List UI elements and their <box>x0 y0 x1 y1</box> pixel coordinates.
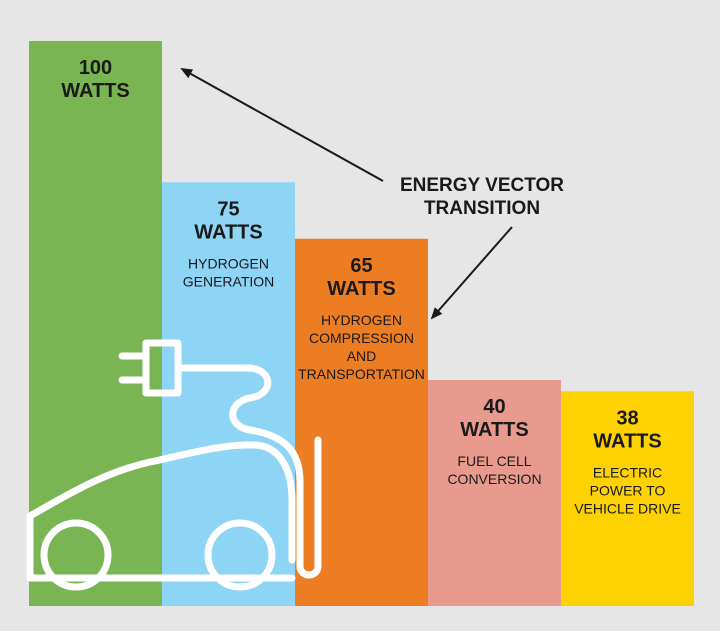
bar-2-description-line: GENERATION <box>183 273 275 289</box>
annotation-line-2: TRANSITION <box>424 198 540 219</box>
bar-2-description-line: HYDROGEN <box>188 255 269 271</box>
bar-3-description-line: COMPRESSION <box>309 330 414 346</box>
bar-3-description-line: HYDROGEN <box>321 312 402 328</box>
annotation-line-1: ENERGY VECTOR <box>400 175 564 196</box>
bar-5-description-line: POWER TO <box>590 482 666 498</box>
bars-layer: 100WATTS75WATTSHYDROGENGENERATION65WATTS… <box>29 41 694 606</box>
bar-4-description-line: CONVERSION <box>447 471 541 487</box>
bar-5-value-label: 38 <box>616 407 638 429</box>
bar-5-description-line: ELECTRIC <box>593 464 662 480</box>
annotation-layer: ENERGY VECTOR TRANSITION <box>180 68 564 320</box>
bar-3-value-label: 65 <box>350 255 372 277</box>
bar-5-unit-label: WATTS <box>593 430 662 452</box>
bar-4-description-line: FUEL CELL <box>457 453 531 469</box>
bar-3-description-line: TRANSPORTATION <box>298 366 425 382</box>
bar-4 <box>428 380 561 606</box>
bar-5-description-line: VEHICLE DRIVE <box>574 500 681 516</box>
bar-5 <box>561 391 694 606</box>
bar-2 <box>162 182 295 606</box>
annotation-arrow-to-first-bar <box>180 68 384 182</box>
bar-1-value-label: 100 <box>79 57 112 79</box>
bar-4-unit-label: WATTS <box>460 419 529 441</box>
bar-4-value-label: 40 <box>483 396 505 418</box>
bar-1-unit-label: WATTS <box>61 80 130 102</box>
bar-1 <box>29 41 162 606</box>
bar-2-value-label: 75 <box>217 198 239 220</box>
bar-2-unit-label: WATTS <box>194 221 263 243</box>
annotation-arrow-to-third-bar <box>430 226 513 320</box>
bar-3-description-line: AND <box>347 348 377 364</box>
bar-3-unit-label: WATTS <box>327 278 396 300</box>
ev-car-plug-icon <box>26 339 322 591</box>
